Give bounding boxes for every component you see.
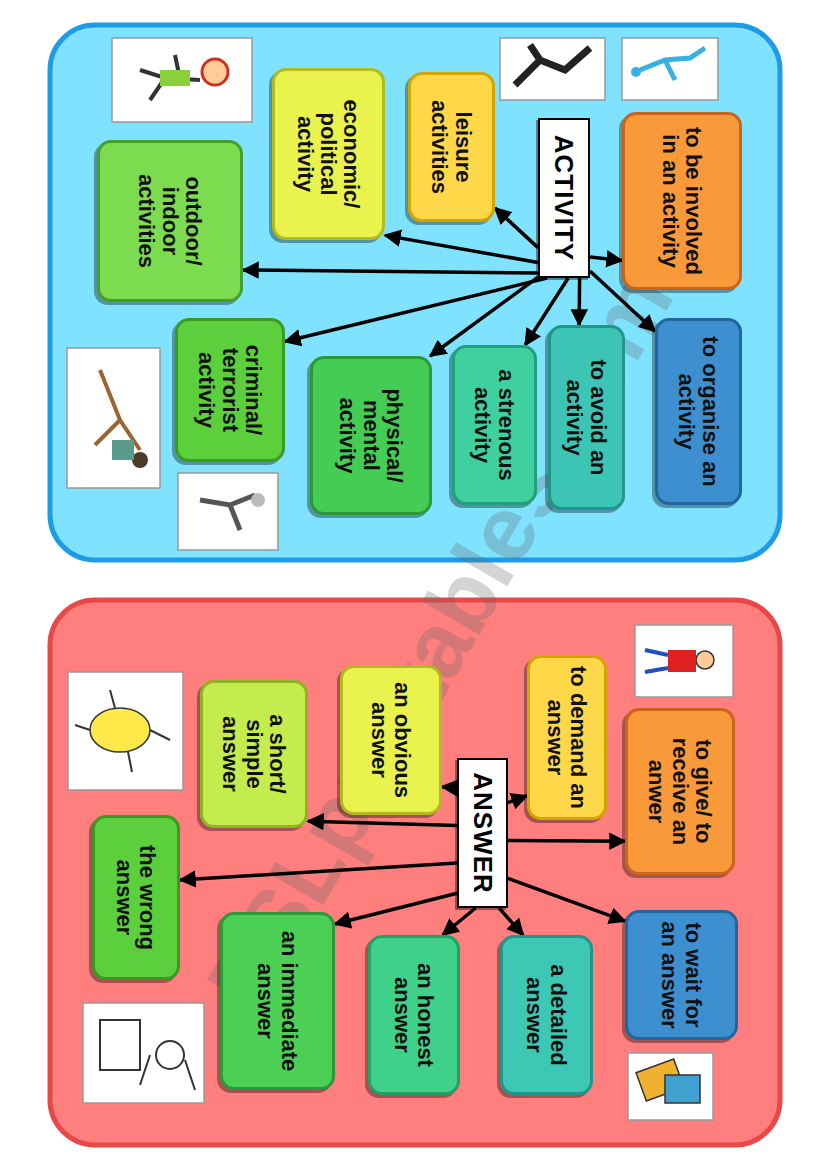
collocation-text: to be involved in an activity [659, 123, 705, 279]
collocation-box: to wait for an answer [625, 910, 738, 1040]
collocation-box: outdoor/ indoor activities [97, 140, 243, 302]
arrow-connector [385, 235, 538, 262]
collocation-text: a detailed answer [523, 946, 569, 1084]
collocation-box: a strenous activity [452, 345, 537, 505]
collocation-text: a short/ simple answer [219, 691, 288, 817]
arrow-connector [308, 821, 457, 825]
arrow-connector [499, 908, 523, 935]
collocation-text: an obvious answer [368, 676, 414, 804]
topic-box: ANSWER [457, 758, 508, 908]
collocation-text: economic/ political activity [294, 79, 363, 229]
arrow-connector [180, 863, 457, 880]
collocation-text: outdoor/ indoor activities [135, 151, 204, 291]
collocation-text: criminal/ terrorist activity [195, 329, 264, 451]
arrow-connector [508, 796, 527, 803]
collocation-text: to demand an answer [544, 666, 590, 809]
collocation-text: to give/ to receive an anwer [645, 719, 714, 864]
collocation-text: leisure activities [428, 83, 474, 211]
collocation-text: physical/ mental activity [336, 367, 405, 504]
collocation-box: criminal/ terrorist activity [175, 318, 285, 462]
collocation-box: the wrong answer [92, 815, 180, 980]
collocation-text: an immediate answer [254, 923, 300, 1079]
collocation-box: to give/ to receive an anwer [625, 708, 735, 875]
collocation-text: to organise an activity [675, 329, 721, 494]
arrow-connector [590, 257, 622, 261]
collocation-box: to demand an answer [527, 655, 607, 820]
collocation-box: to be involved in an activity [622, 112, 742, 290]
collocation-text: an honest answer [391, 946, 437, 1084]
arrow-connector [443, 908, 476, 935]
collocation-box: an obvious answer [340, 665, 442, 815]
collocation-box: a detailed answer [500, 935, 593, 1095]
arrow-connector [335, 893, 457, 924]
collocation-box: an honest answer [368, 935, 460, 1095]
collocation-box: to avoid an activity [548, 325, 625, 510]
arrow-connector [508, 878, 625, 921]
collocation-box: to organise an activity [655, 318, 742, 505]
collocation-box: an immediate answer [220, 912, 335, 1090]
topic-word: ANSWER [468, 772, 497, 894]
arrow-connector [508, 839, 625, 843]
arrow-connector [442, 787, 457, 788]
topic-box: ACTIVITY [538, 118, 590, 278]
collocation-text: a strenous activity [471, 356, 517, 494]
collocation-text: the wrong answer [113, 826, 159, 969]
arrow-connector [285, 278, 547, 341]
answer-panel [50, 600, 780, 1145]
arrow-connector [577, 278, 581, 325]
collocation-box: leisure activities [408, 72, 495, 222]
collocation-text: to wait for an answer [658, 921, 704, 1029]
arrow-connector [495, 208, 538, 248]
collocation-box: physical/ mental activity [310, 356, 432, 515]
collocation-box: economic/ political activity [272, 68, 385, 240]
collocation-text: to avoid an activity [563, 336, 609, 499]
arrow-connector [243, 270, 538, 273]
collocation-box: a short/ simple answer [200, 680, 308, 828]
topic-word: ACTIVITY [550, 135, 579, 261]
